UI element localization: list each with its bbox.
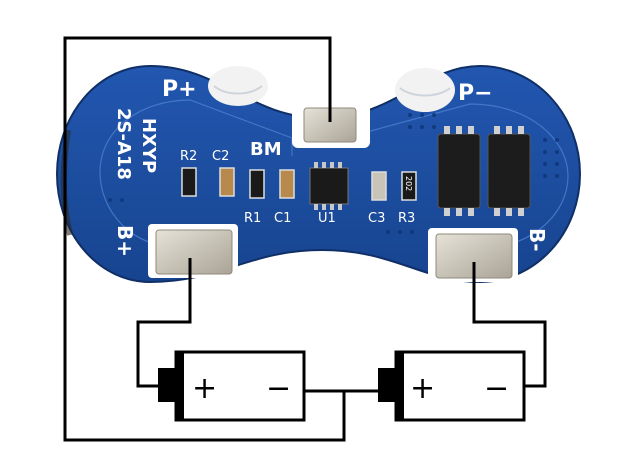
label-b-minus: B-	[525, 228, 549, 252]
label-p-minus: P−	[458, 81, 493, 106]
wire-b-minus-to-battery2	[472, 262, 547, 388]
mosfet-q2	[487, 126, 531, 216]
label-p-plus: P+	[162, 77, 197, 102]
battery-2-minus: −	[484, 371, 509, 406]
resistor-r1	[249, 169, 265, 199]
label-r2: R2	[180, 149, 197, 164]
capacitor-c2	[219, 167, 235, 197]
capacitor-c1	[279, 169, 295, 199]
label-r1: R1	[244, 211, 261, 226]
label-c1: C1	[274, 211, 291, 226]
label-r3: R3	[398, 211, 415, 226]
battery-1: + −	[158, 350, 306, 422]
label-u1: U1	[318, 211, 336, 226]
label-brand-line2: 2S-A18	[113, 108, 134, 180]
resistor-code: 202	[404, 176, 413, 191]
mosfet-q1	[437, 126, 481, 216]
label-c2: C2	[212, 149, 229, 164]
battery-1-plus: +	[192, 371, 217, 406]
label-b-plus: B+	[113, 225, 137, 257]
battery-1-minus: −	[266, 371, 291, 406]
capacitor-c3	[371, 171, 387, 201]
resistor-r2	[181, 167, 197, 197]
battery-2: + −	[378, 350, 526, 422]
pad-b-plus-solder	[155, 229, 233, 275]
resistor-r3	[401, 171, 417, 201]
label-brand-line1: HXYP	[138, 118, 159, 173]
wire-b-plus-to-battery1	[136, 258, 192, 388]
label-c3: C3	[368, 211, 385, 226]
component-row: 202	[181, 162, 417, 210]
pad-p-minus-mount	[395, 68, 455, 112]
chip-u1	[309, 167, 349, 205]
battery-2-plus: +	[410, 371, 435, 406]
label-bm: BM	[250, 139, 282, 160]
wiring	[63, 36, 547, 442]
wire-bm-to-battery-junction	[63, 36, 346, 442]
pad-p-plus-mount	[208, 66, 268, 106]
